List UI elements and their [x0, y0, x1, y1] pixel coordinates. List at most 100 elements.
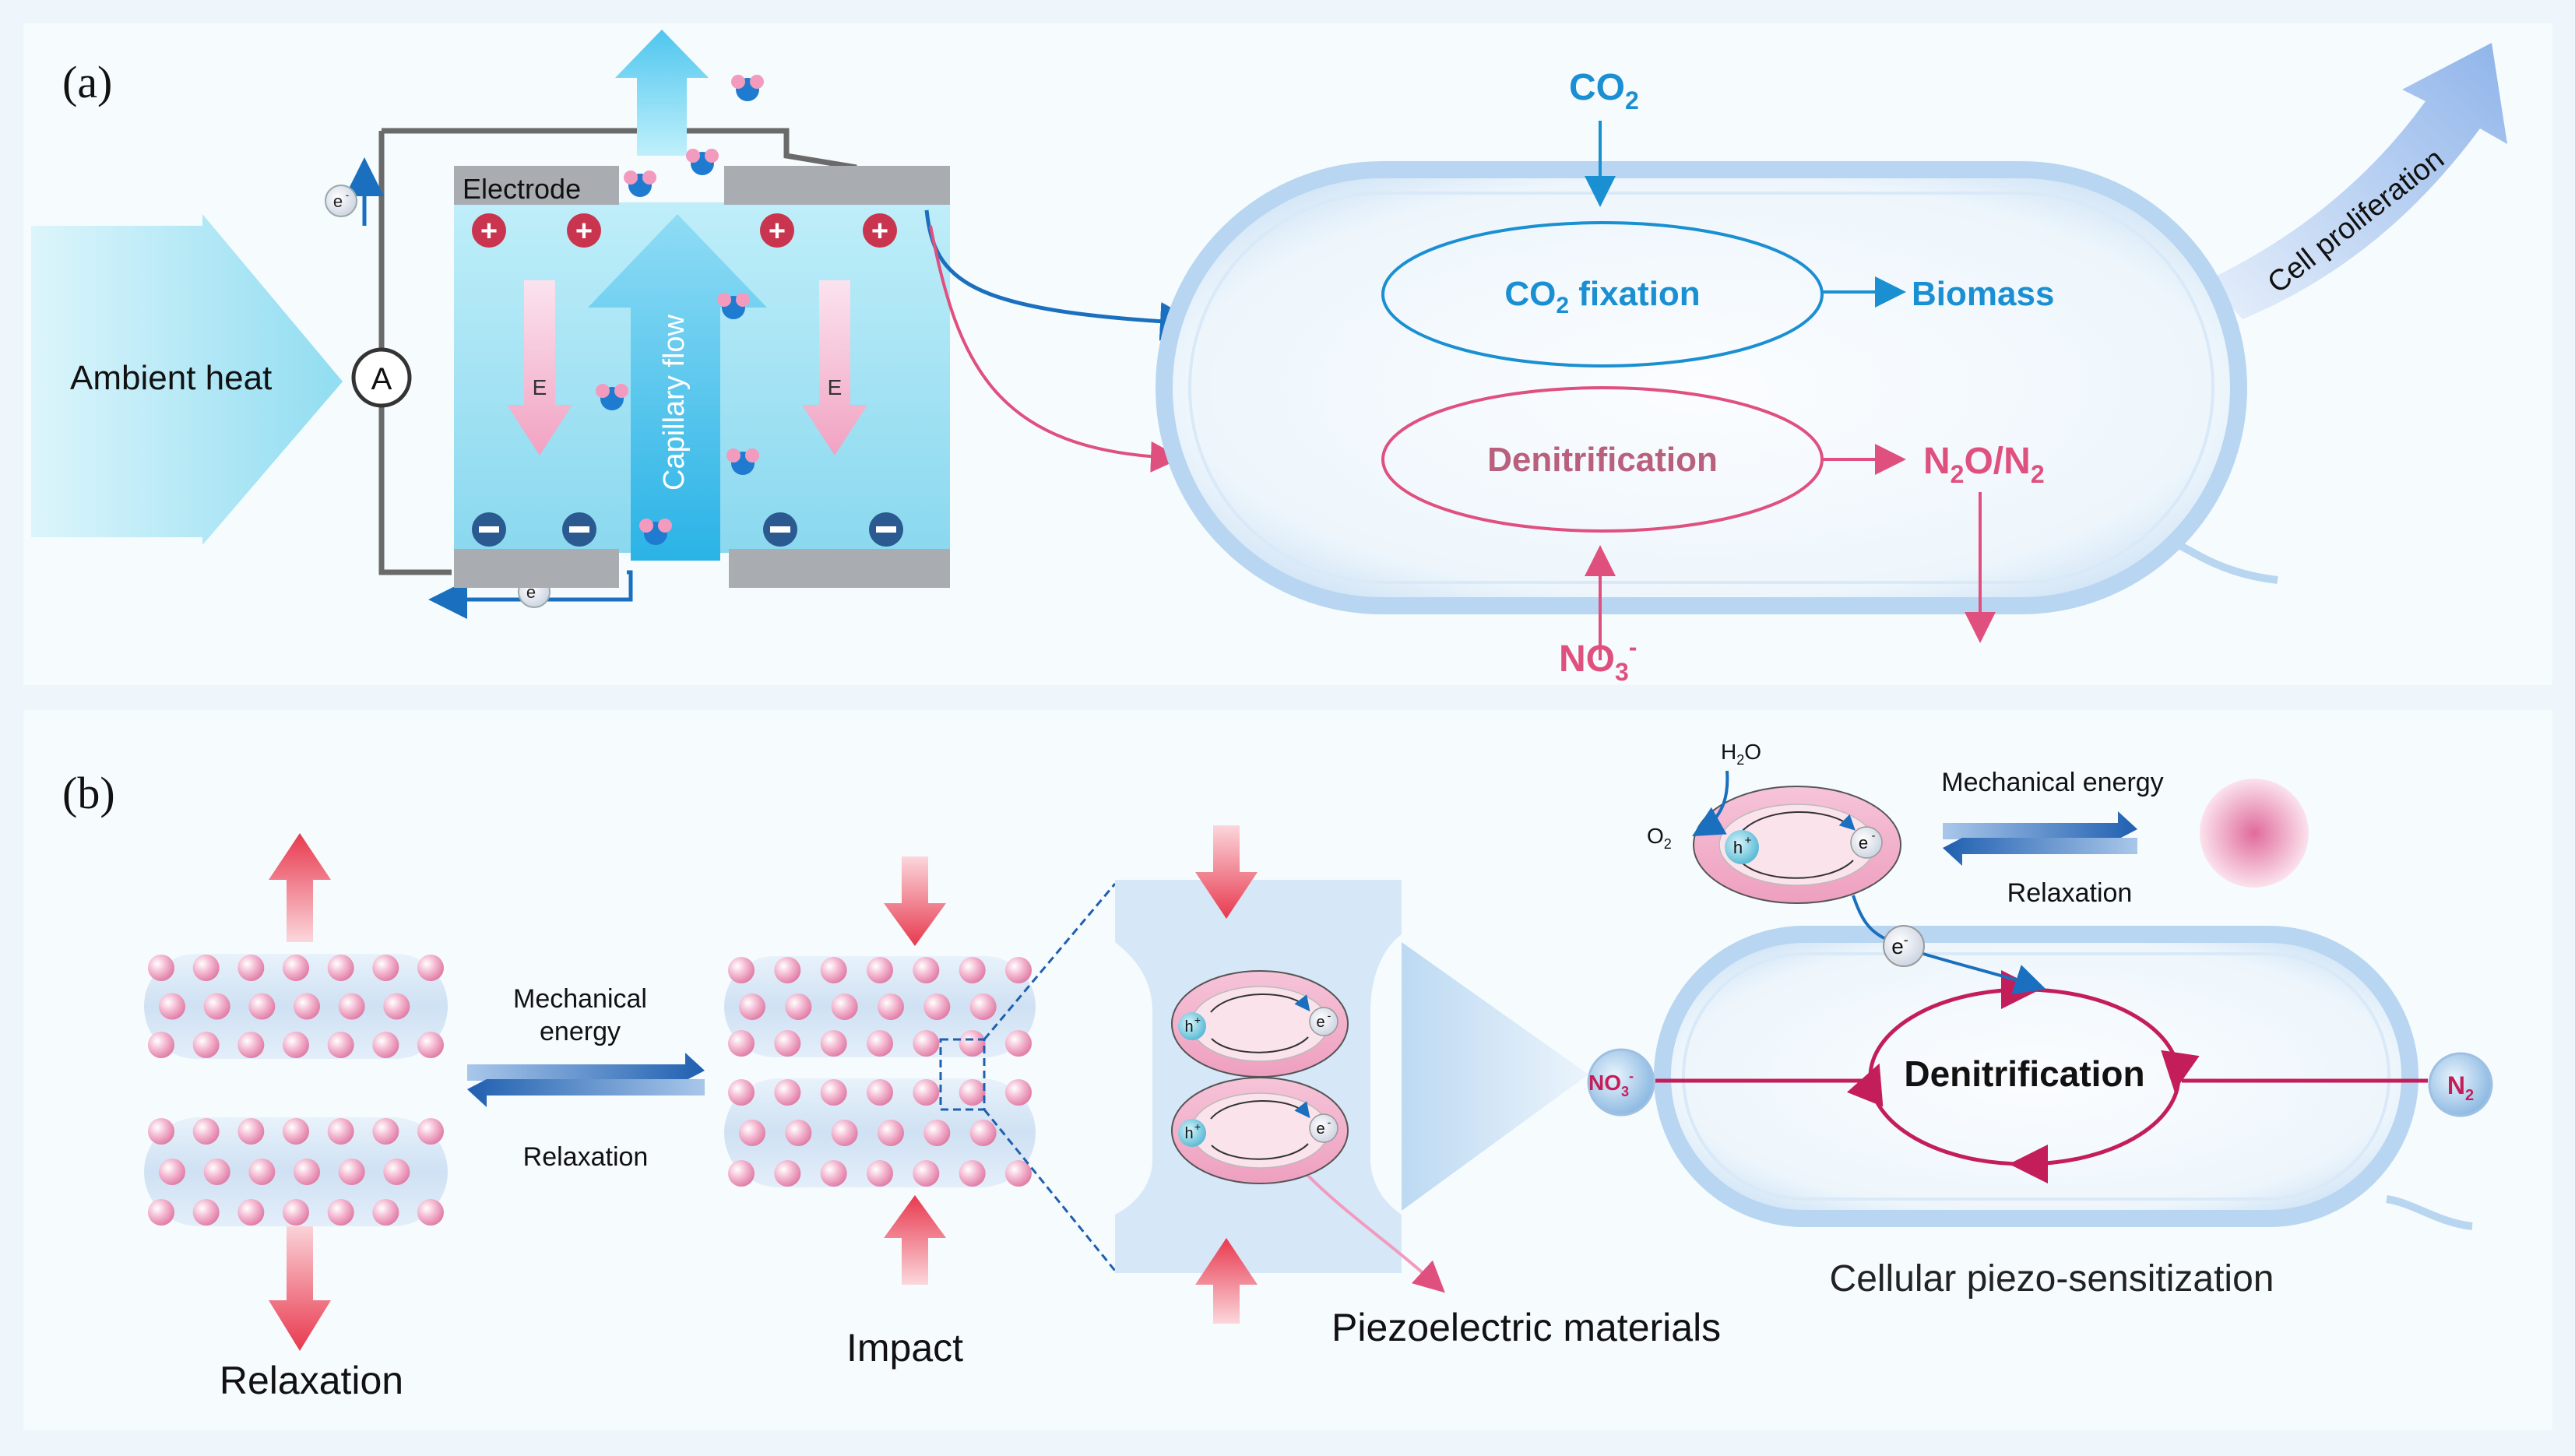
piezo-particle [728, 957, 755, 983]
svg-text:-: - [1872, 829, 1876, 842]
piezo-particle [327, 1199, 354, 1226]
piezo-particle [338, 1159, 365, 1185]
svg-text:-: - [346, 188, 350, 201]
impact-label: Impact [846, 1326, 963, 1370]
piezo-particle [372, 1032, 399, 1058]
piezo-particle [192, 1032, 220, 1058]
piezo-particle [969, 1120, 997, 1146]
svg-text:h: h [1184, 1125, 1193, 1142]
impact-arrow-down [884, 856, 946, 946]
piezo-particle [820, 1030, 847, 1057]
circuit-wire-left [378, 131, 452, 575]
piezo-particle [774, 1079, 801, 1106]
svg-text:e: e [1316, 1120, 1324, 1138]
biomass-label: Biomass [1912, 275, 2054, 313]
piezo-particle [831, 1120, 858, 1146]
electron-ball-label: e- [1891, 932, 1908, 958]
piezo-pointer-arrow [1307, 1174, 1445, 1293]
relaxation-big-label: Relaxation [220, 1359, 403, 1402]
co2-fixation-ellipse [1381, 221, 1824, 368]
piezo-particle [913, 957, 940, 983]
cell-a-inner-membrane [1188, 192, 2214, 584]
piezo-particle [728, 1030, 755, 1057]
piezo-particle [959, 957, 986, 983]
mechanical-energy-right-label: Mechanical energy [1941, 768, 2163, 797]
piezo-particle [785, 1120, 812, 1146]
piezo-particle [294, 993, 320, 1020]
cell-proliferation-arrow [2207, 43, 2507, 319]
piezo-particle [878, 1120, 904, 1146]
field-arrow-left [507, 280, 572, 455]
svg-text:+: + [1194, 1120, 1201, 1133]
piezo-particle [959, 1030, 986, 1057]
ambient-heat-arrow [31, 214, 343, 545]
mechanical-energy-line2: energy [540, 1017, 621, 1046]
panel-a-label: (a) [62, 57, 112, 107]
svg-text:h: h [1184, 1018, 1193, 1036]
co2-input-label: CO2 [1569, 67, 1639, 114]
piezo-particle [867, 957, 893, 983]
o2-label: O2 [1647, 824, 1672, 852]
cell-a-body [1156, 161, 2247, 614]
svg-text:e: e [1316, 1014, 1324, 1031]
piezo-particle [159, 1159, 185, 1185]
n2o-n2-label: N2O/N2 [1923, 441, 2045, 488]
panel-b-label: (b) [62, 768, 115, 818]
h2o-to-o2-arrow [1692, 770, 1729, 836]
negative-charges [472, 512, 903, 547]
denitrification-label-a: Denitrification [1487, 441, 1718, 479]
piezo-particle [878, 994, 904, 1020]
piezo-particle [192, 1199, 220, 1226]
circuit-wire-top [382, 128, 857, 171]
piezo-particle [203, 993, 230, 1020]
piezo-particle [739, 1120, 765, 1146]
piezo-particle [148, 1032, 174, 1058]
mechanical-energy-line1: Mechanical [513, 984, 647, 1014]
piezo-particle [820, 957, 847, 983]
piezo-particle [913, 1160, 940, 1187]
piezo-particle [294, 1159, 320, 1185]
electrode-top-right [724, 166, 950, 205]
zoom-line-top [983, 883, 1117, 1040]
piezo-particle [327, 1118, 354, 1145]
piezo-particle [728, 1160, 755, 1187]
field-label-right: E [828, 375, 843, 399]
vapor-arrow [615, 30, 709, 156]
piezo-particle [785, 994, 812, 1020]
zoom-press-arrow-up [1195, 1238, 1258, 1324]
piezo-particle [417, 1032, 444, 1058]
piezo-particle [959, 1160, 986, 1187]
piezo-particle [237, 955, 265, 981]
piezo-particle [338, 993, 365, 1020]
piezo-particle [372, 1199, 399, 1226]
zoom-projection-cone [1402, 942, 1588, 1211]
piezo-particle [1005, 957, 1032, 983]
piezo-particle [372, 955, 399, 981]
svg-text:-: - [1328, 1116, 1331, 1128]
field-label-left: E [533, 375, 547, 399]
piezo-particle [327, 955, 354, 981]
electron-drop-line [1852, 895, 1885, 940]
co2-fixation-label: CO2 fixation [1504, 275, 1700, 318]
eh-pair-cell: h + e - [1693, 786, 1901, 904]
ammeter [351, 347, 412, 408]
piezo-particle [383, 993, 410, 1020]
positive-charges: + + + + [472, 213, 897, 248]
cell-b-inner-membrane [1682, 952, 2390, 1201]
piezo-particle [283, 1032, 309, 1058]
piezo-particle [327, 1032, 354, 1058]
piezo-particle [148, 1199, 174, 1226]
piezo-particle [820, 1160, 847, 1187]
piezo-particle [774, 1160, 801, 1187]
h2o-label: H2O [1721, 740, 1761, 768]
cellular-piezo-label: Cellular piezo-sensitization [1830, 1258, 2274, 1299]
piezo-particle [383, 1159, 410, 1185]
cycle-arrowhead-right [2161, 1050, 2200, 1092]
piezo-particle [417, 1199, 444, 1226]
piezo-particle [774, 957, 801, 983]
ammeter-label: A [371, 362, 392, 396]
relaxed-piezo-ball [2200, 779, 2309, 888]
piezo-particle [248, 1159, 276, 1185]
zoom-selection-box [939, 1038, 986, 1111]
